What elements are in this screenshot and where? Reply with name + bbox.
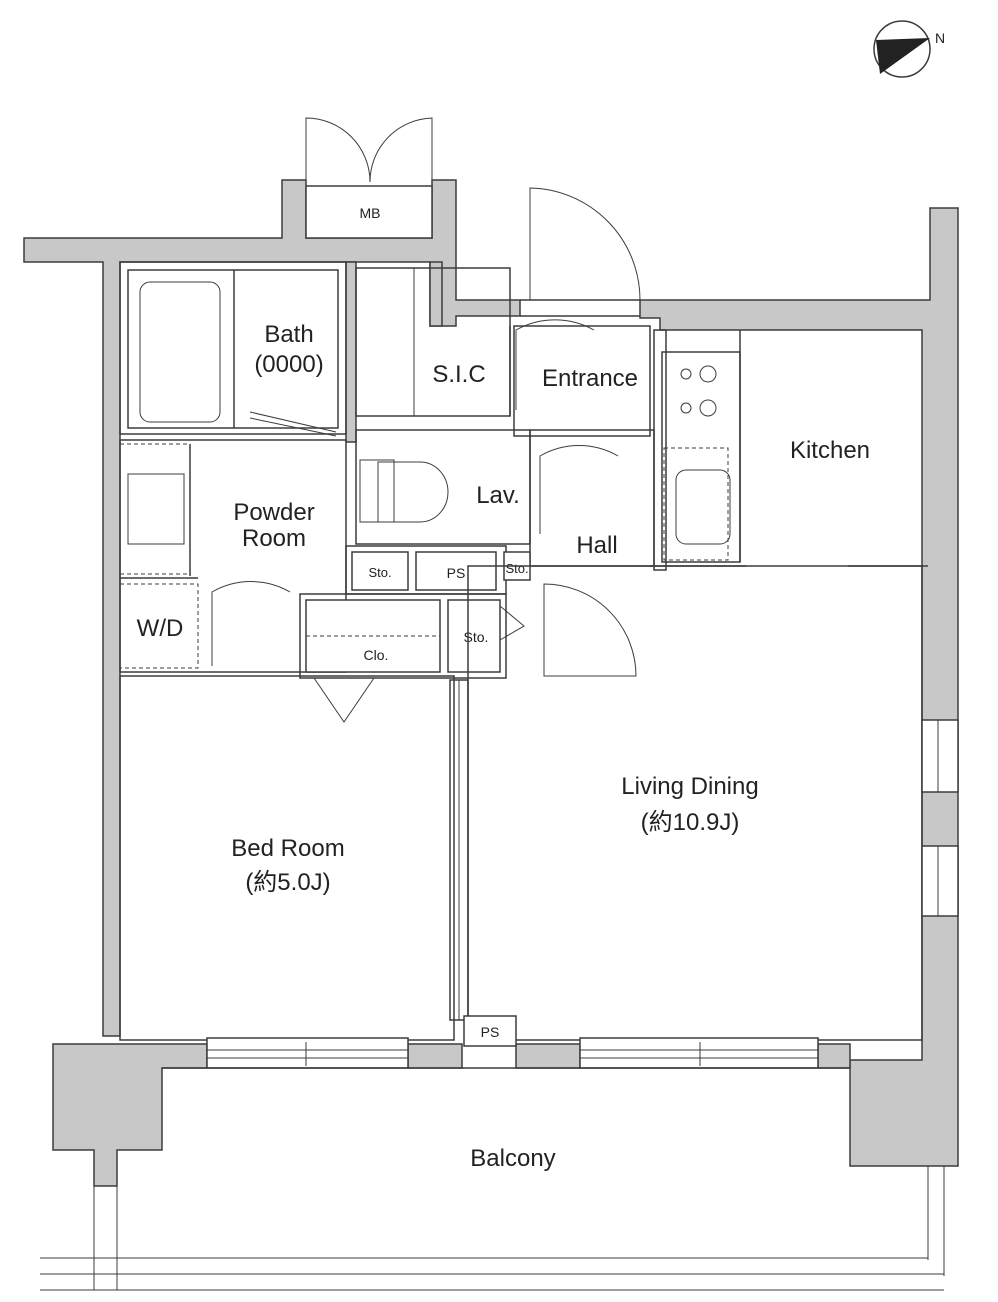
lav-label: Lav. [476,482,520,509]
ps-2-label: PS [481,1024,500,1040]
sto-door-icon [499,605,525,641]
bath-size-label: (0000) [254,351,323,378]
bed-room-label: Bed Room [231,835,344,862]
bathtub-icon [139,281,221,423]
sic-label: S.I.C [432,361,485,388]
stove-burner-icon [680,368,692,380]
closet-door-icon [313,677,375,723]
kitchen-sink-icon [675,469,731,545]
powder-room-label-line1: Powder [233,499,314,526]
kitchen-label: Kitchen [790,437,870,464]
washbasin-icon [127,473,185,545]
powder-room-door-icon [211,581,291,666]
balcony-window-right [579,1037,819,1069]
hall-label: Hall [576,532,617,559]
powder-room-label-line2: Room [242,525,306,552]
sto-1-label: Sto. [368,565,391,580]
bed-room-size-label: (約5.0J) [245,869,330,896]
balcony-window-left [206,1037,409,1069]
living-dining-size-label: (約10.9J) [641,809,740,836]
ps-1-label: PS [447,565,466,581]
stove-burner-icon [699,399,717,417]
lav-door-icon [539,445,619,534]
compass-icon: N [873,20,945,78]
toilet-bowl-icon [377,461,449,523]
entrance-door-icon [529,187,641,301]
toilet-tank-icon [359,459,395,523]
clo-label: Clo. [364,647,389,663]
bath-label: Bath [264,321,313,348]
living-dining-label: Living Dining [621,773,758,800]
sto-2-label: Sto. [505,561,528,576]
balcony-label: Balcony [470,1145,555,1172]
stove-burner-icon [680,402,692,414]
walls [23,179,959,1187]
mb-door-icon [305,117,433,183]
compass-north-label: N [935,30,945,46]
living-door-icon [543,583,637,677]
stove-burner-icon [699,365,717,383]
wd-label: W/D [137,615,184,642]
sto-3-label: Sto. [464,629,489,645]
mb-label: MB [360,205,381,221]
entrance-label: Entrance [542,365,638,392]
